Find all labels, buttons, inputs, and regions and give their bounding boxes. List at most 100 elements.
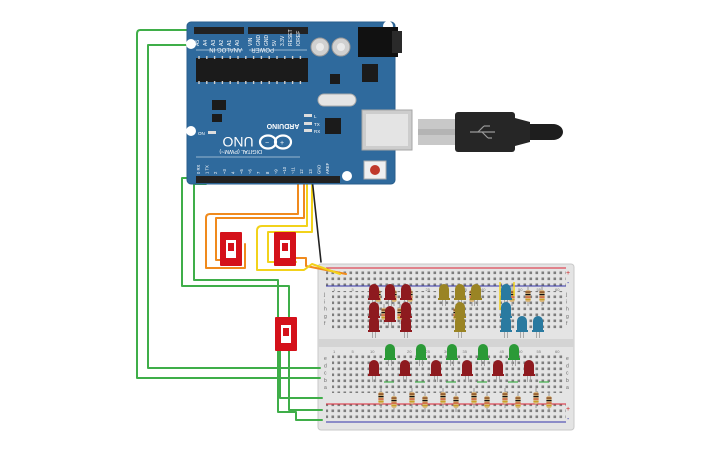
- column-number: 25: [426, 287, 431, 292]
- column-number: 60: [555, 349, 560, 354]
- led-red[interactable]: [384, 284, 396, 306]
- led-olive[interactable]: [470, 284, 482, 306]
- mount-hole: [342, 171, 352, 181]
- wire-green-switch2[interactable]: [193, 183, 323, 421]
- resistor[interactable]: [391, 392, 397, 412]
- row-letter: d: [324, 363, 327, 369]
- led-red[interactable]: [461, 360, 473, 382]
- slide-switch-3[interactable]: [275, 317, 297, 351]
- digital-pin-label: ~10: [282, 166, 287, 174]
- column-number: 55: [537, 349, 542, 354]
- led-olive[interactable]: [438, 284, 450, 306]
- analog-pin-label: A5: [195, 40, 201, 46]
- analog-pin-label: A1: [227, 40, 233, 46]
- power-pin-label: 5V: [272, 39, 278, 46]
- analog-header[interactable]: [194, 27, 244, 34]
- row-letter: i: [566, 299, 567, 305]
- resistor[interactable]: [515, 392, 521, 412]
- resistor[interactable]: [502, 388, 508, 408]
- power-pin-label: 3.3V: [280, 35, 286, 46]
- row-letter: j: [565, 292, 567, 298]
- digital-pin-label: 0 RX: [196, 164, 201, 174]
- led-green[interactable]: [415, 344, 427, 366]
- led-green[interactable]: [508, 344, 520, 366]
- led-red[interactable]: [430, 360, 442, 382]
- power-header[interactable]: [248, 27, 308, 34]
- row-letter: b: [324, 378, 327, 384]
- led-red[interactable]: [399, 360, 411, 382]
- wire-green-switch1[interactable]: [181, 177, 323, 411]
- power-header-label: POWER: [251, 46, 274, 52]
- digital-pin-label: ~9: [273, 169, 278, 174]
- column-number: 1: [333, 349, 336, 354]
- led-blue[interactable]: [532, 316, 544, 338]
- wire-yellow-1[interactable]: [256, 177, 341, 275]
- model-label: UNO: [222, 134, 253, 150]
- led-green[interactable]: [384, 344, 396, 366]
- rail-minus-top: -: [567, 280, 570, 287]
- led-red[interactable]: [523, 360, 535, 382]
- usb-cable[interactable]: [418, 112, 563, 152]
- resistor[interactable]: [453, 392, 459, 412]
- mount-hole: [186, 126, 196, 136]
- digital-header[interactable]: [196, 176, 340, 183]
- analog-pin-label: A2: [219, 40, 225, 46]
- column-number: 50: [518, 287, 523, 292]
- led-blue[interactable]: [500, 316, 512, 338]
- row-letter: f: [566, 321, 568, 327]
- wire-green-b-left[interactable]: [147, 44, 321, 369]
- led-blue[interactable]: [516, 316, 528, 338]
- resistor[interactable]: [440, 388, 446, 408]
- led-green[interactable]: [446, 344, 458, 366]
- digital-pin-label: AREF: [325, 162, 330, 174]
- power-pin-label: RESET: [288, 29, 294, 46]
- resistor[interactable]: [378, 388, 384, 408]
- led-olive[interactable]: [454, 316, 466, 338]
- row-letter: a: [324, 385, 327, 391]
- led-red[interactable]: [400, 316, 412, 338]
- resistor[interactable]: [422, 392, 428, 412]
- wire-black-gnd[interactable]: [311, 177, 322, 263]
- brand-label: ARDUINO: [266, 122, 299, 129]
- led-green[interactable]: [477, 344, 489, 366]
- led-red[interactable]: [368, 360, 380, 382]
- resistor[interactable]: [484, 392, 490, 412]
- digital-pin-label: 13: [308, 169, 313, 174]
- tx-indicator-label: TX: [314, 122, 320, 127]
- resistor[interactable]: [533, 388, 539, 408]
- column-number: 50: [518, 349, 523, 354]
- resistor[interactable]: [546, 392, 552, 412]
- digital-pin-label: ~11: [291, 167, 296, 174]
- wire-group: [136, 29, 347, 421]
- power-pin-label: VIN: [248, 37, 254, 46]
- row-letter: j: [323, 292, 325, 298]
- wire-green-a-left[interactable]: [136, 29, 321, 379]
- power-pin-label: GND: [256, 35, 262, 47]
- led-red[interactable]: [368, 316, 380, 338]
- resistor[interactable]: [409, 388, 415, 408]
- power-rail-top[interactable]: [326, 268, 566, 286]
- resistor[interactable]: [471, 388, 477, 408]
- digital-pin-label: 1 TX: [205, 165, 210, 174]
- power-rail-bottom[interactable]: [326, 404, 566, 422]
- row-letter: e: [566, 356, 569, 362]
- led-red[interactable]: [384, 306, 396, 328]
- digital-pin-label: GND: [316, 165, 321, 174]
- led-red[interactable]: [400, 284, 412, 306]
- analog-pin-label: A0: [235, 40, 241, 46]
- row-letter: e: [324, 356, 327, 362]
- analog-pin-label: A3: [211, 40, 217, 46]
- column-number: 5: [352, 349, 355, 354]
- resistor[interactable]: [539, 286, 545, 306]
- power-jack[interactable]: [358, 27, 398, 57]
- slide-switch-2[interactable]: [274, 232, 296, 266]
- logo-plus: +: [280, 140, 284, 147]
- wire-orange-1[interactable]: [205, 177, 299, 269]
- slide-switch-1[interactable]: [220, 232, 242, 266]
- row-letter: h: [324, 307, 327, 313]
- row-letter: b: [566, 378, 569, 384]
- led-red[interactable]: [492, 360, 504, 382]
- resistor[interactable]: [525, 286, 531, 306]
